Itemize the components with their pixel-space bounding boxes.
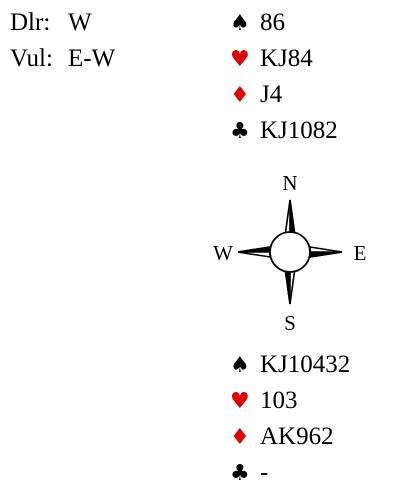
north-diamonds-row: ♦ J4 bbox=[230, 80, 390, 116]
south-spades-row: ♠ KJ10432 bbox=[230, 350, 390, 386]
club-icon: ♣ bbox=[230, 461, 250, 486]
spade-icon: ♠ bbox=[230, 353, 250, 378]
dealer-value: W bbox=[68, 9, 92, 36]
compass-north-label: N bbox=[282, 171, 297, 195]
heart-icon: ♥ bbox=[230, 389, 250, 414]
north-clubs-cards: KJ1082 bbox=[260, 117, 338, 144]
compass-west-label: W bbox=[213, 241, 233, 265]
club-icon: ♣ bbox=[230, 119, 250, 144]
compass-south-label: S bbox=[284, 311, 296, 335]
vulnerability-row: Vul: E-W bbox=[10, 44, 115, 74]
spade-icon: ♠ bbox=[230, 11, 250, 36]
south-diamonds-cards: AK962 bbox=[260, 423, 334, 450]
north-hearts-cards: KJ84 bbox=[260, 45, 313, 72]
south-clubs-row: ♣- bbox=[230, 458, 390, 494]
diamond-icon: ♦ bbox=[230, 425, 250, 450]
compass-east-label: E bbox=[354, 241, 367, 265]
north-hearts-row: ♥ KJ84 bbox=[230, 44, 390, 80]
compass-rose: N S W E bbox=[213, 171, 367, 335]
north-spades-row: ♠ 86 bbox=[230, 8, 390, 44]
north-diamonds-cards: J4 bbox=[260, 81, 283, 108]
south-hand: ♠ KJ10432 ♥ 103 ♦ AK962 ♣- bbox=[230, 350, 390, 494]
dealer-row: Dlr: W bbox=[10, 8, 92, 38]
north-spades-cards: 86 bbox=[260, 9, 285, 36]
compass-center-circle bbox=[269, 231, 311, 273]
south-clubs-cards: - bbox=[260, 459, 269, 486]
vulnerability-value: E-W bbox=[68, 45, 116, 72]
south-diamonds-row: ♦ AK962 bbox=[230, 422, 390, 458]
south-hearts-row: ♥ 103 bbox=[230, 386, 390, 422]
south-hearts-cards: 103 bbox=[260, 387, 298, 414]
north-hand: ♠ 86 ♥ KJ84 ♦ J4 ♣ KJ1082 bbox=[230, 8, 390, 152]
south-spades-cards: KJ10432 bbox=[260, 351, 351, 378]
vulnerability-label: Vul: bbox=[10, 45, 53, 72]
heart-icon: ♥ bbox=[230, 47, 250, 72]
north-clubs-row: ♣ KJ1082 bbox=[230, 116, 390, 152]
diamond-icon: ♦ bbox=[230, 83, 250, 108]
dealer-label: Dlr: bbox=[10, 9, 51, 36]
